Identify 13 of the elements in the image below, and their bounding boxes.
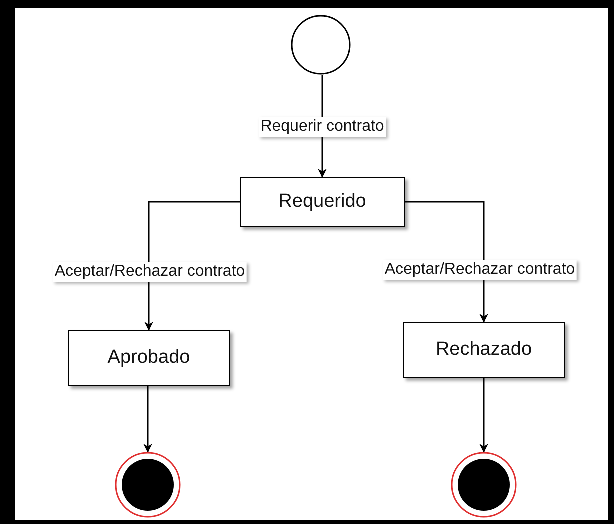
state-name: Rechazado	[436, 339, 532, 361]
state-box	[68, 330, 230, 386]
state-box	[240, 177, 405, 227]
edge-label: Aceptar/Rechazar contrato	[52, 262, 248, 282]
arrow	[480, 378, 488, 453]
state-box	[403, 322, 565, 378]
edge-label: Aceptar/Rechazar contrato	[382, 260, 578, 280]
state-name: Aprobado	[108, 347, 190, 369]
edge-label: Requerir contrato	[258, 117, 386, 137]
state-name: Requerido	[278, 191, 366, 213]
arrow	[144, 386, 152, 453]
arrow	[144, 201, 240, 331]
arrow	[405, 201, 488, 323]
